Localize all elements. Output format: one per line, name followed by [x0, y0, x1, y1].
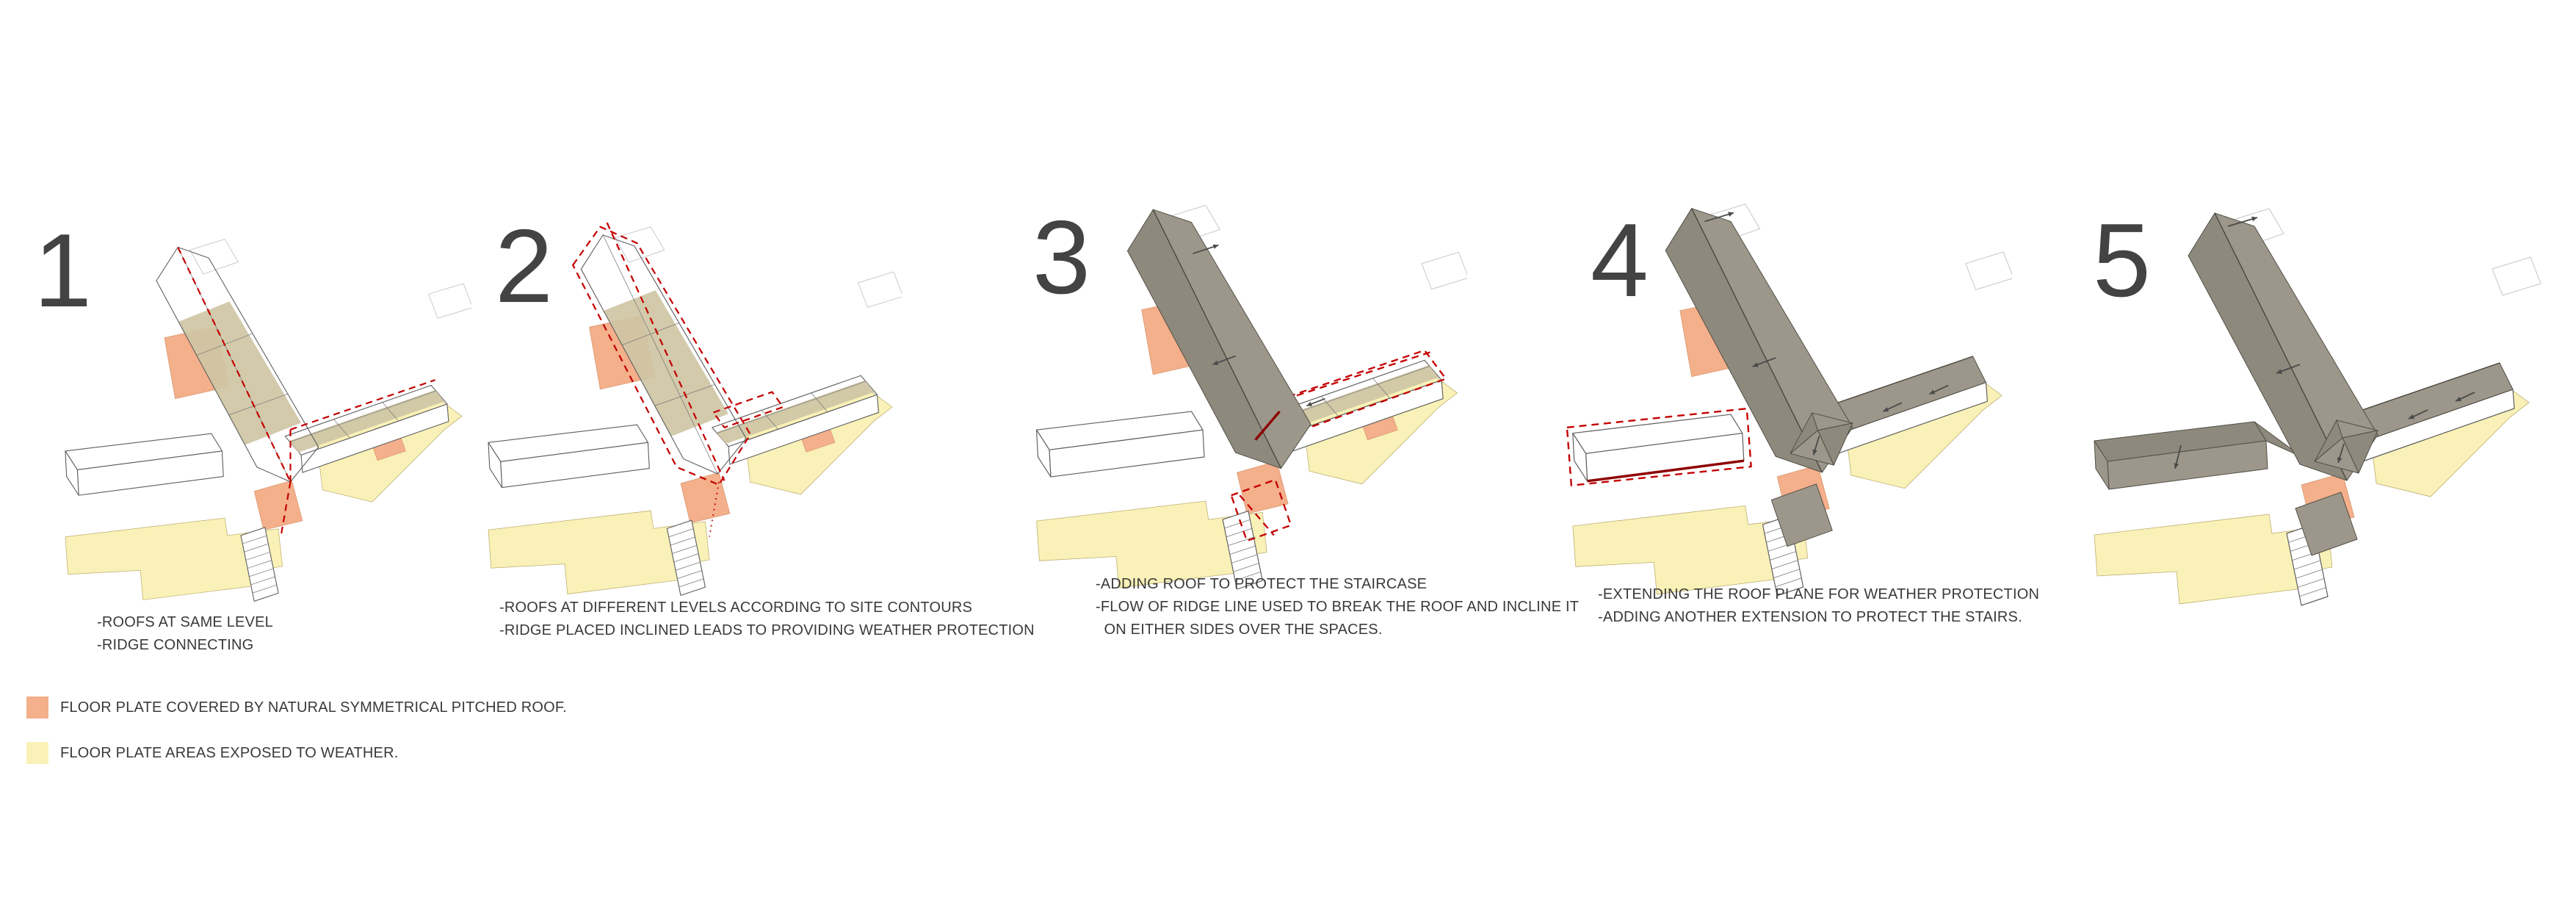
- note-line: -ADDING ROOF TO PROTECT THE STAIRCASE: [1096, 576, 1428, 592]
- note-line: -ROOFS AT DIFFERENT LEVELS ACCORDING TO …: [499, 599, 973, 616]
- axonometric-diagram-step-3: [1035, 204, 1467, 590]
- legend-item-roofed: FLOOR PLATE COVERED BY NATURAL SYMMETRIC…: [26, 696, 567, 719]
- note-line: -RIDGE PLACED INCLINED LEADS TO PROVIDIN…: [499, 622, 1035, 638]
- note-line: -ROOFS AT SAME LEVEL: [97, 614, 273, 630]
- axonometric-diagram-step-2: [488, 222, 902, 596]
- axonometric-diagram-step-1: [65, 239, 471, 602]
- note-line: ON EITHER SIDES OVER THE SPACES.: [1096, 622, 1383, 638]
- step-number-4: 4: [1591, 202, 1649, 319]
- legend: FLOOR PLATE COVERED BY NATURAL SYMMETRIC…: [26, 696, 567, 788]
- step-2-notes: -ROOFS AT DIFFERENT LEVELS ACCORDING TO …: [499, 597, 1035, 642]
- step-number-1: 1: [34, 212, 92, 329]
- note-line: -RIDGE CONNECTING: [97, 637, 254, 653]
- legend-label-exposed: FLOOR PLATE AREAS EXPOSED TO WEATHER.: [60, 744, 399, 761]
- step-number-3: 3: [1032, 199, 1090, 316]
- legend-swatch-exposed: [26, 742, 48, 764]
- legend-swatch-roofed: [26, 696, 48, 719]
- step-1-notes: -ROOFS AT SAME LEVEL -RIDGE CONNECTING: [97, 611, 273, 657]
- step-number-2: 2: [495, 208, 553, 325]
- axonometric-diagram-step-5: [2094, 208, 2541, 606]
- legend-item-exposed: FLOOR PLATE AREAS EXPOSED TO WEATHER.: [26, 742, 567, 764]
- legend-label-roofed: FLOOR PLATE COVERED BY NATURAL SYMMETRIC…: [60, 699, 567, 716]
- step-4-notes: -EXTENDING THE ROOF PLANE FOR WEATHER PR…: [1598, 583, 2039, 629]
- note-line: -ADDING ANOTHER EXTENSION TO PROTECT THE…: [1598, 609, 2022, 625]
- note-line: -EXTENDING THE ROOF PLANE FOR WEATHER PR…: [1598, 586, 2040, 602]
- axonometric-diagram-step-4: [1566, 204, 2012, 597]
- note-line: -FLOW OF RIDGE LINE USED TO BREAK THE RO…: [1096, 599, 1580, 615]
- step-3-notes: -ADDING ROOF TO PROTECT THE STAIRCASE -F…: [1096, 573, 1579, 641]
- step-number-5: 5: [2093, 202, 2151, 319]
